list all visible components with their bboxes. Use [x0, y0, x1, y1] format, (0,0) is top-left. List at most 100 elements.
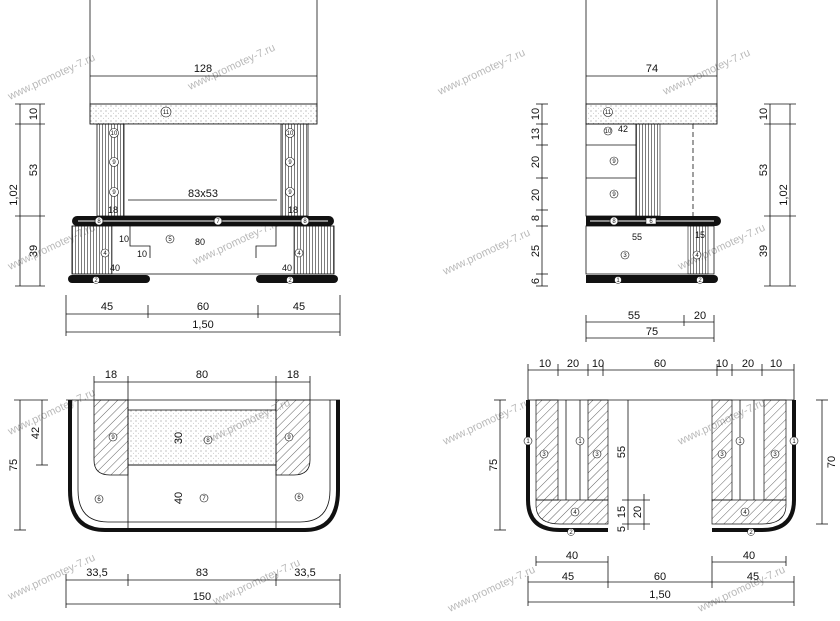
planr-part-3-d: 3 [773, 452, 777, 458]
side-height-20-b: 20 [530, 189, 542, 201]
width-60: 60 [197, 301, 209, 313]
watermark-16: www.promotey-7.ru [695, 564, 787, 615]
planr-bottom-40-right: 40 [743, 550, 755, 562]
watermark-11: www.promotey-7.ru [440, 227, 532, 278]
opening-size: 83x53 [188, 188, 218, 200]
watermark-10: www.promotey-7.ru [660, 47, 752, 98]
part-4-left: 4 [103, 251, 107, 257]
planr-width-45-right: 45 [747, 571, 759, 583]
side-part-3: 3 [623, 253, 627, 259]
watermark-8: www.promotey-7.ru [210, 557, 302, 608]
plan-top-18-left: 18 [105, 369, 117, 381]
planr-top-20-a: 20 [567, 358, 579, 370]
plan-part-9-right: 9 [287, 435, 291, 441]
plan-part-6-right: 6 [297, 495, 301, 501]
plan-label-40: 40 [173, 492, 185, 504]
side-part-9-b: 9 [612, 192, 616, 198]
planr-label-15: 15 [616, 506, 628, 518]
watermark-13: www.promotey-7.ru [440, 397, 532, 448]
plan-part-8: 8 [206, 438, 210, 444]
planr-top-10-a: 10 [539, 358, 551, 370]
side-part-9-a: 9 [612, 159, 616, 165]
part-11: 11 [163, 110, 170, 116]
planr-part-1-d: 1 [792, 439, 796, 445]
width-45-left: 45 [101, 301, 113, 313]
side-part-4: 4 [695, 253, 699, 259]
side-right-10: 10 [758, 108, 770, 120]
watermark-7: www.promotey-7.ru [5, 552, 97, 603]
planr-top-10-d: 10 [770, 358, 782, 370]
planr-label-55: 55 [616, 446, 628, 458]
planr-width-total: 1,50 [649, 589, 670, 601]
part-8-left: 8 [97, 219, 101, 225]
planr-part-3-a: 3 [542, 452, 546, 458]
planr-part-4-a: 4 [573, 510, 577, 516]
side-height-8: 8 [530, 215, 542, 221]
side-view: 74 11 10 42 9 9 8 6 55 15 3 4 [530, 0, 796, 342]
dim-128: 128 [194, 63, 212, 75]
plan-width-83: 83 [196, 567, 208, 579]
side-right-102: 1,02 [778, 184, 790, 205]
plan-part-7: 7 [202, 496, 206, 502]
planr-height-70: 70 [826, 456, 838, 468]
plan-width-335-right: 33,5 [294, 567, 315, 579]
width-total: 1,50 [192, 319, 213, 331]
planr-top-60: 60 [654, 358, 666, 370]
plan-left: 18 80 18 9 9 8 30 40 7 6 6 42 75 [8, 369, 341, 608]
part-9-left-a: 9 [112, 160, 116, 166]
part-9-left-b: 9 [112, 190, 116, 196]
side-width-75: 75 [646, 326, 658, 338]
planr-part-1-a: 1 [526, 439, 530, 445]
side-part-1: 1 [616, 278, 620, 284]
height-total: 1,02 [8, 184, 20, 205]
part-7: 7 [216, 219, 220, 225]
side-right-39: 39 [758, 245, 770, 257]
watermark-9: www.promotey-7.ru [435, 47, 527, 98]
part-4-right: 4 [297, 251, 301, 257]
planr-part-3-b: 3 [595, 452, 599, 458]
side-height-20-a: 20 [530, 156, 542, 168]
watermark-1: www.promotey-7.ru [5, 52, 97, 103]
front-view: 128 11 10 10 9 9 9 9 83x53 18 18 8 7 8 [8, 0, 341, 336]
height-10: 10 [28, 108, 40, 120]
side-width-55: 55 [628, 310, 640, 322]
planr-width-45-left: 45 [562, 571, 574, 583]
plan-height-75: 75 [8, 459, 20, 471]
part-10-right: 10 [287, 131, 294, 137]
part-9-right-a: 9 [288, 160, 292, 166]
planr-top-20-b: 20 [742, 358, 754, 370]
plan-top-80: 80 [196, 369, 208, 381]
label-40-left: 40 [110, 263, 120, 273]
part-10-left: 10 [111, 131, 118, 137]
side-height-25: 25 [530, 245, 542, 257]
planr-part-1-c: 1 [738, 439, 742, 445]
side-height-6: 6 [530, 278, 542, 284]
part-9-right-b: 9 [288, 190, 292, 196]
planr-label-5: 5 [616, 526, 628, 532]
plan-right: 10 20 10 60 10 20 10 1 3 1 3 4 2 3 [488, 358, 838, 606]
planr-part-2-a: 2 [569, 530, 573, 536]
plan-label-30: 30 [173, 432, 185, 444]
plan-width-335-left: 33,5 [86, 567, 107, 579]
side-right-53: 53 [758, 164, 770, 176]
side-width-74: 74 [646, 63, 658, 75]
label-10-b: 10 [137, 249, 147, 259]
plan-part-6-left: 6 [97, 497, 101, 503]
plan-width-150: 150 [193, 591, 211, 603]
side-width-20: 20 [694, 310, 706, 322]
plan-top-18-right: 18 [287, 369, 299, 381]
watermark-15: www.promotey-7.ru [445, 564, 537, 615]
label-40-right: 40 [282, 263, 292, 273]
planr-top-10-c: 10 [716, 358, 728, 370]
side-height-13: 13 [530, 128, 542, 140]
side-label-15: 15 [695, 230, 705, 240]
width-45-right: 45 [293, 301, 305, 313]
side-label-42: 42 [618, 124, 628, 134]
planr-part-3-c: 3 [720, 452, 724, 458]
label-10-a: 10 [119, 234, 129, 244]
planr-part-4-b: 4 [743, 510, 747, 516]
height-39: 39 [28, 245, 40, 257]
planr-height-75: 75 [488, 459, 500, 471]
